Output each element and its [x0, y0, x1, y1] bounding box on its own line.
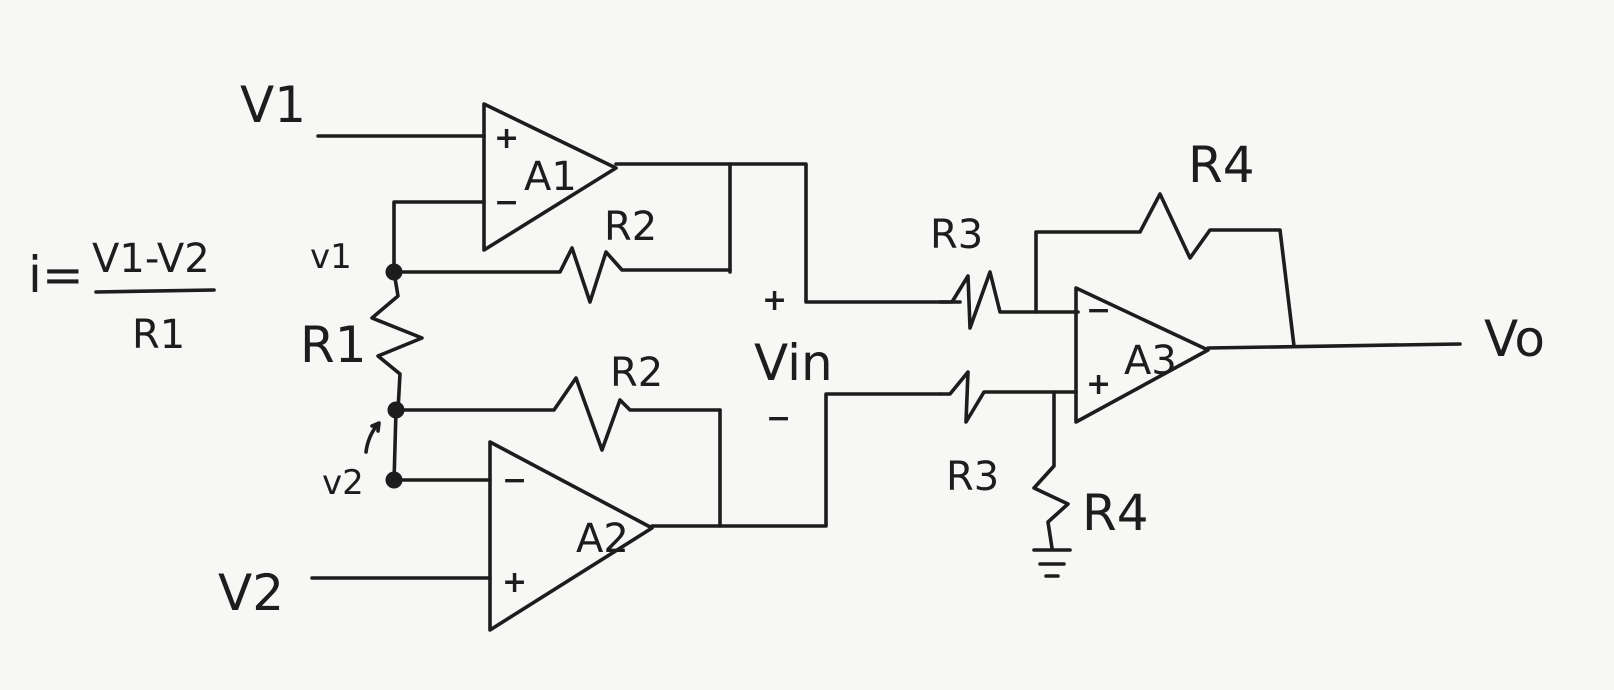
vin-minus-label: −: [766, 401, 791, 436]
resistor-r1: [370, 270, 424, 412]
vin-plus-label: +: [762, 283, 787, 318]
opamp-a2-body: [488, 440, 654, 632]
opamp-a2-plus: +: [502, 565, 527, 600]
output-vo-label: Vo: [1484, 310, 1545, 368]
opamp-a3-label: A3: [1124, 338, 1177, 384]
resistor-r2-top-label: R2: [604, 204, 657, 250]
opamp-a2-minus: −: [502, 463, 527, 498]
a1-inverting-wire: [392, 200, 486, 274]
resistor-r4-top-label: R4: [1188, 136, 1255, 194]
resistor-r2-bottom: [394, 376, 722, 452]
input-v1-label: V1: [240, 76, 306, 134]
resistor-r3-top: [938, 270, 1080, 330]
node-v2-label: v2: [322, 463, 364, 503]
resistor-r2-top: [392, 246, 732, 304]
r1-lower-wire: [392, 408, 398, 484]
ground-icon: [1032, 548, 1072, 578]
resistor-r3-bottom: [938, 370, 1078, 424]
formula-fraction-bar: [94, 288, 216, 294]
output-vo-wire: [1206, 342, 1462, 350]
a1-output-wire: [614, 162, 962, 304]
resistor-r4-top: [1034, 192, 1296, 348]
resistor-r1-label: R1: [300, 316, 367, 374]
opamp-a2-label: A2: [576, 516, 629, 562]
a2-output-wire: [650, 392, 942, 528]
opamp-a3-minus: −: [1086, 293, 1111, 328]
resistor-r3-top-label: R3: [930, 212, 983, 258]
opamp-a3-plus: +: [1086, 367, 1111, 402]
node-v1-label: v1: [310, 237, 352, 277]
resistor-r3-bottom-label: R3: [946, 454, 999, 500]
current-formula: i= V1-V2 R1: [28, 236, 216, 358]
resistor-r2-bottom-label: R2: [610, 350, 663, 396]
opamp-a1-label: A1: [524, 154, 577, 200]
opamp-a1-minus: −: [494, 185, 519, 220]
opamp-a1-plus: +: [494, 121, 519, 156]
vin-label: Vin: [754, 334, 833, 392]
opamp-a2: A2 − +: [488, 440, 654, 632]
formula-denominator: R1: [132, 312, 185, 358]
input-v2-label: V2: [218, 564, 284, 622]
opamp-a3: A3 − +: [1074, 286, 1210, 424]
opamp-a3-body: [1074, 286, 1210, 424]
node-v2-pointer-arrow: [364, 421, 381, 454]
formula-lhs: i=: [28, 246, 84, 304]
resistor-r4-bottom-label: R4: [1082, 484, 1149, 542]
opamp-a1-body: [482, 102, 618, 252]
formula-numerator: V1-V2: [92, 236, 210, 282]
resistor-r4-bottom: [1032, 390, 1070, 550]
opamp-a1: A1 + −: [482, 102, 618, 252]
